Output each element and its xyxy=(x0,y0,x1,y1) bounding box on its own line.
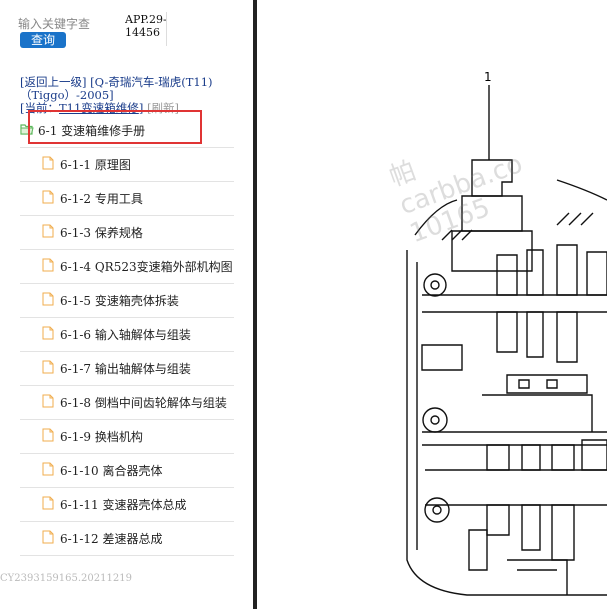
back-link[interactable]: [返回上一级] xyxy=(20,75,87,89)
document-icon xyxy=(42,156,54,173)
tree-item[interactable]: 6-1-10 离合器壳体 xyxy=(20,454,234,488)
app-code: APP.29- 14456 xyxy=(125,13,167,39)
app-code-separator xyxy=(166,12,167,46)
panel-divider[interactable] xyxy=(253,0,257,609)
document-icon xyxy=(42,326,54,343)
tree-item-label: 6-1-7 输出轴解体与组装 xyxy=(60,362,191,376)
tree-root-label: 6-1 变速箱维修手册 xyxy=(38,123,146,138)
tree-item[interactable]: 6-1-6 输入轴解体与组装 xyxy=(20,318,234,352)
footer-code: CY2393159165.20211219 xyxy=(0,573,132,584)
tree-root-item[interactable]: 6-1 变速箱维修手册 xyxy=(20,113,234,148)
manual-tree: 6-1 变速箱维修手册 6-1-1 原理图 6-1-2 专用工具 6-1-3 保… xyxy=(20,113,234,556)
search-button[interactable]: 查询 xyxy=(20,32,66,48)
document-icon xyxy=(42,190,54,207)
tree-item-label: 6-1-10 离合器壳体 xyxy=(60,464,163,478)
tree-item[interactable]: 6-1-2 专用工具 xyxy=(20,182,234,216)
tree-item-label: 6-1-1 原理图 xyxy=(60,158,131,172)
tree-item-label: 6-1-6 输入轴解体与组装 xyxy=(60,328,191,342)
tree-item-label: 6-1-2 专用工具 xyxy=(60,192,143,206)
document-icon xyxy=(42,394,54,411)
diagram-viewer: 1 帕 carbba.co 10165 xyxy=(257,0,607,609)
tree-item-label: 6-1-4 QR523变速箱外部机构图 xyxy=(60,260,233,274)
tree-item[interactable]: 6-1-12 差速器总成 xyxy=(20,522,234,556)
document-icon xyxy=(42,360,54,377)
app-code-line1: APP.29- xyxy=(125,13,167,26)
document-icon xyxy=(42,530,54,547)
document-icon xyxy=(42,224,54,241)
document-icon xyxy=(42,258,54,275)
tree-item[interactable]: 6-1-5 变速箱壳体拆装 xyxy=(20,284,234,318)
tree-item[interactable]: 6-1-1 原理图 xyxy=(20,148,234,182)
path-link[interactable]: [Q-奇瑞汽车-瑞虎(T11)（Tiggo）-2005] xyxy=(20,75,213,102)
tree-item[interactable]: 6-1-8 倒档中间齿轮解体与组装 xyxy=(20,386,234,420)
transmission-diagram xyxy=(406,85,607,596)
tree-item[interactable]: 6-1-9 换档机构 xyxy=(20,420,234,454)
current-suffix: ] xyxy=(138,101,144,115)
document-icon xyxy=(42,462,54,479)
tree-item-label: 6-1-8 倒档中间齿轮解体与组装 xyxy=(60,396,227,410)
part-number-label: 1 xyxy=(484,70,492,84)
document-icon xyxy=(42,428,54,445)
tree-item-label: 6-1-3 保养规格 xyxy=(60,226,143,240)
search-input[interactable] xyxy=(18,16,118,32)
app-code-line2: 14456 xyxy=(125,26,160,39)
tree-item-label: 6-1-9 换档机构 xyxy=(60,430,143,444)
tree-item[interactable]: 6-1-4 QR523变速箱外部机构图 xyxy=(20,250,234,284)
navigation-panel: 查询 APP.29- 14456 [返回上一级] [Q-奇瑞汽车-瑞虎(T11)… xyxy=(0,0,253,609)
document-icon xyxy=(42,292,54,309)
tree-item-label: 6-1-12 差速器总成 xyxy=(60,532,163,546)
tree-item-label: 6-1-11 变速器壳体总成 xyxy=(60,498,187,512)
tree-item[interactable]: 6-1-3 保养规格 xyxy=(20,216,234,250)
tree-item[interactable]: 6-1-7 输出轴解体与组装 xyxy=(20,352,234,386)
document-icon xyxy=(42,496,54,513)
selection-highlight-box xyxy=(28,110,202,144)
tree-item-label: 6-1-5 变速箱壳体拆装 xyxy=(60,294,179,308)
tree-item[interactable]: 6-1-11 变速器壳体总成 xyxy=(20,488,234,522)
